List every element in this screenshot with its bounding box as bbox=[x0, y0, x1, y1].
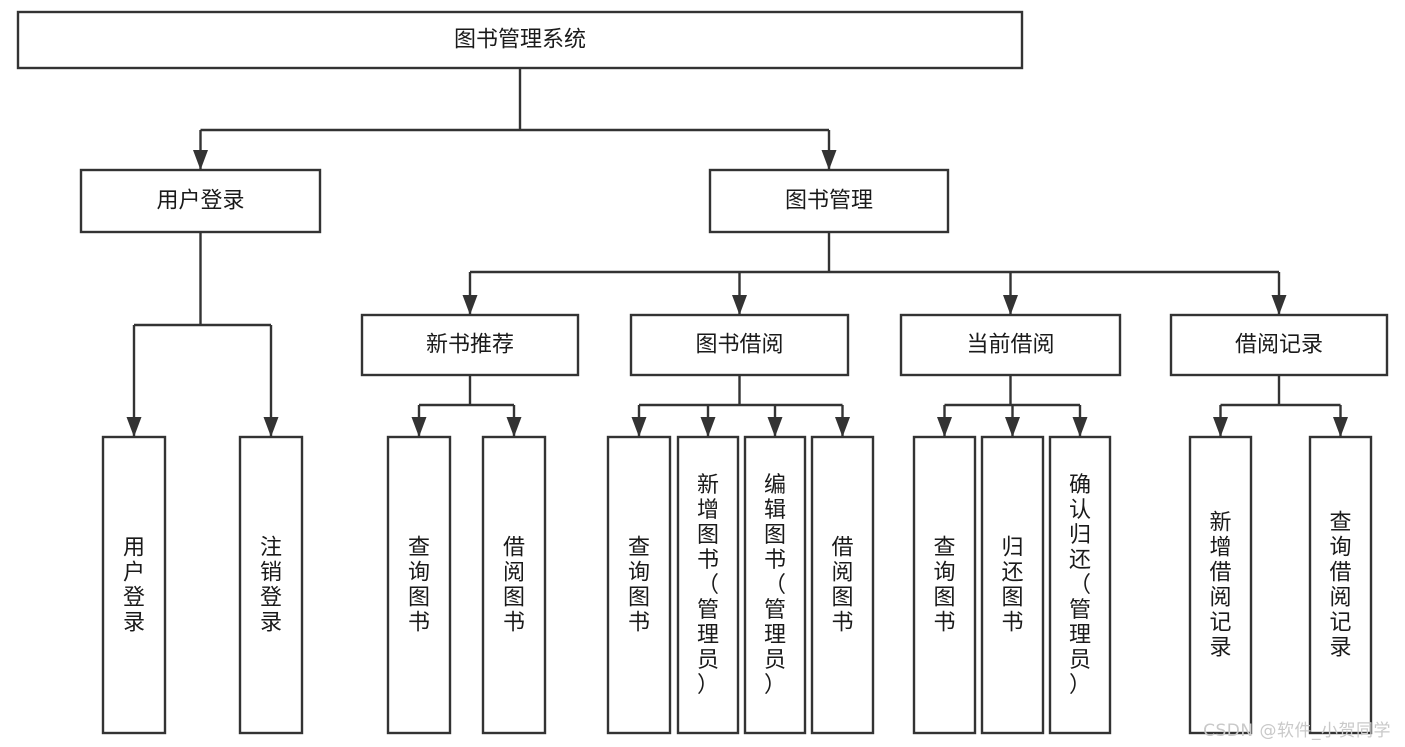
node-label-new-book-recommend: 新书推荐 bbox=[426, 333, 514, 358]
node-box-leaf-logout bbox=[238, 435, 304, 735]
arrow-head-icon bbox=[1005, 417, 1020, 437]
node-label-leaf-borrow-book-2: 借阅图书 bbox=[831, 535, 853, 635]
node-leaf-borrow-book-1[interactable]: 借阅图书 bbox=[481, 435, 547, 735]
node-leaf-borrow-book-2[interactable]: 借阅图书 bbox=[810, 435, 875, 735]
node-label-leaf-borrow-book-1: 借阅图书 bbox=[503, 535, 525, 635]
arrow-head-icon bbox=[411, 417, 427, 437]
arrow-head-icon bbox=[835, 417, 850, 437]
node-new-book-recommend[interactable]: 新书推荐 bbox=[360, 313, 580, 377]
node-leaf-return-book[interactable]: 归还图书 bbox=[980, 435, 1045, 735]
node-box-borrow-record bbox=[1169, 313, 1389, 377]
arrow-head-icon bbox=[1003, 295, 1018, 315]
node-label-user-login: 用户登录 bbox=[156, 189, 244, 214]
node-box-leaf-query-book-3 bbox=[912, 435, 977, 735]
node-leaf-add-record[interactable]: 新增借阅记录 bbox=[1188, 435, 1253, 735]
arrow-head-icon bbox=[193, 150, 208, 170]
node-label-leaf-return-book: 归还图书 bbox=[1001, 535, 1023, 635]
node-leaf-query-book-1[interactable]: 查询图书 bbox=[386, 435, 452, 735]
csdn-watermark: CSDN @软件_小贺同学 bbox=[1203, 721, 1391, 741]
arrow-head-icon bbox=[506, 417, 522, 437]
node-box-new-book-recommend bbox=[360, 313, 580, 377]
node-box-leaf-add-record bbox=[1188, 435, 1253, 735]
node-book-manage[interactable]: 图书管理 bbox=[708, 168, 950, 234]
edges-from-new-book-recommend bbox=[411, 375, 522, 437]
arrow-head-icon bbox=[263, 417, 279, 437]
arrow-head-icon bbox=[1271, 295, 1287, 315]
node-label-leaf-logout: 注销登录 bbox=[260, 535, 282, 635]
node-box-leaf-borrow-book-2 bbox=[810, 435, 875, 735]
node-leaf-add-book[interactable]: 新增图书（管理员） bbox=[676, 435, 740, 735]
node-book-borrow[interactable]: 图书借阅 bbox=[629, 313, 850, 377]
node-leaf-query-record[interactable]: 查询借阅记录 bbox=[1308, 435, 1373, 735]
node-box-root bbox=[16, 10, 1024, 70]
arrow-head-icon bbox=[631, 417, 647, 437]
node-box-leaf-confirm-return bbox=[1048, 435, 1112, 735]
arrow-head-icon bbox=[126, 417, 142, 437]
node-box-leaf-query-book-1 bbox=[386, 435, 452, 735]
edges-from-root bbox=[193, 68, 837, 170]
node-box-user-login bbox=[79, 168, 322, 234]
node-borrow-record[interactable]: 借阅记录 bbox=[1169, 313, 1389, 377]
node-label-leaf-query-book-2: 查询图书 bbox=[628, 535, 650, 635]
node-user-login[interactable]: 用户登录 bbox=[79, 168, 322, 234]
node-leaf-confirm-return[interactable]: 确认归还（管理员） bbox=[1048, 435, 1112, 735]
node-box-leaf-query-book-2 bbox=[606, 435, 672, 735]
node-label-leaf-query-book-1: 查询图书 bbox=[408, 535, 430, 635]
node-layer: 图书管理系统用户登录图书管理新书推荐图书借阅当前借阅借阅记录用户登录注销登录查询… bbox=[16, 10, 1389, 735]
arrow-head-icon bbox=[732, 295, 747, 315]
node-box-book-borrow bbox=[629, 313, 850, 377]
node-box-leaf-add-book bbox=[676, 435, 740, 735]
arrow-head-icon bbox=[1213, 417, 1228, 437]
node-label-book-manage: 图书管理 bbox=[785, 189, 873, 214]
node-box-leaf-borrow-book-1 bbox=[481, 435, 547, 735]
node-box-leaf-edit-book bbox=[743, 435, 807, 735]
connector-layer bbox=[126, 68, 1348, 437]
node-box-book-manage bbox=[708, 168, 950, 234]
node-label-borrow-record: 借阅记录 bbox=[1235, 333, 1323, 358]
node-label-leaf-add-record: 新增借阅记录 bbox=[1209, 510, 1231, 660]
node-label-leaf-confirm-return: 确认归还（管理员） bbox=[1069, 473, 1091, 698]
arrow-head-icon bbox=[937, 417, 952, 437]
node-label-book-borrow: 图书借阅 bbox=[695, 333, 783, 358]
node-label-leaf-user-login: 用户登录 bbox=[123, 535, 145, 635]
arrow-head-icon bbox=[462, 295, 478, 315]
node-leaf-user-login[interactable]: 用户登录 bbox=[101, 435, 167, 735]
node-root[interactable]: 图书管理系统 bbox=[16, 10, 1024, 70]
edges-from-book-borrow bbox=[631, 375, 850, 437]
edges-from-book-manage bbox=[462, 232, 1287, 315]
node-label-leaf-edit-book: 编辑图书（管理员） bbox=[764, 473, 786, 698]
node-leaf-query-book-3[interactable]: 查询图书 bbox=[912, 435, 977, 735]
node-box-leaf-user-login bbox=[101, 435, 167, 735]
node-label-current-borrow: 当前借阅 bbox=[966, 333, 1054, 358]
node-label-leaf-add-book: 新增图书（管理员） bbox=[697, 473, 719, 698]
arrow-head-icon bbox=[1333, 417, 1348, 437]
node-leaf-logout[interactable]: 注销登录 bbox=[238, 435, 304, 735]
node-box-current-borrow bbox=[899, 313, 1122, 377]
node-current-borrow[interactable]: 当前借阅 bbox=[899, 313, 1122, 377]
node-label-leaf-query-book-3: 查询图书 bbox=[933, 535, 955, 635]
edges-from-current-borrow bbox=[937, 375, 1088, 437]
node-label-leaf-query-record: 查询借阅记录 bbox=[1329, 510, 1351, 660]
node-leaf-query-book-2[interactable]: 查询图书 bbox=[606, 435, 672, 735]
arrow-head-icon bbox=[700, 417, 716, 437]
arrow-head-icon bbox=[821, 150, 837, 170]
edges-from-borrow-record bbox=[1213, 375, 1348, 437]
node-leaf-edit-book[interactable]: 编辑图书（管理员） bbox=[743, 435, 807, 735]
edges-from-user-login bbox=[126, 232, 279, 437]
arrow-head-icon bbox=[767, 417, 783, 437]
node-box-leaf-return-book bbox=[980, 435, 1045, 735]
node-box-leaf-query-record bbox=[1308, 435, 1373, 735]
node-label-root: 图书管理系统 bbox=[454, 28, 586, 53]
arrow-head-icon bbox=[1072, 417, 1088, 437]
